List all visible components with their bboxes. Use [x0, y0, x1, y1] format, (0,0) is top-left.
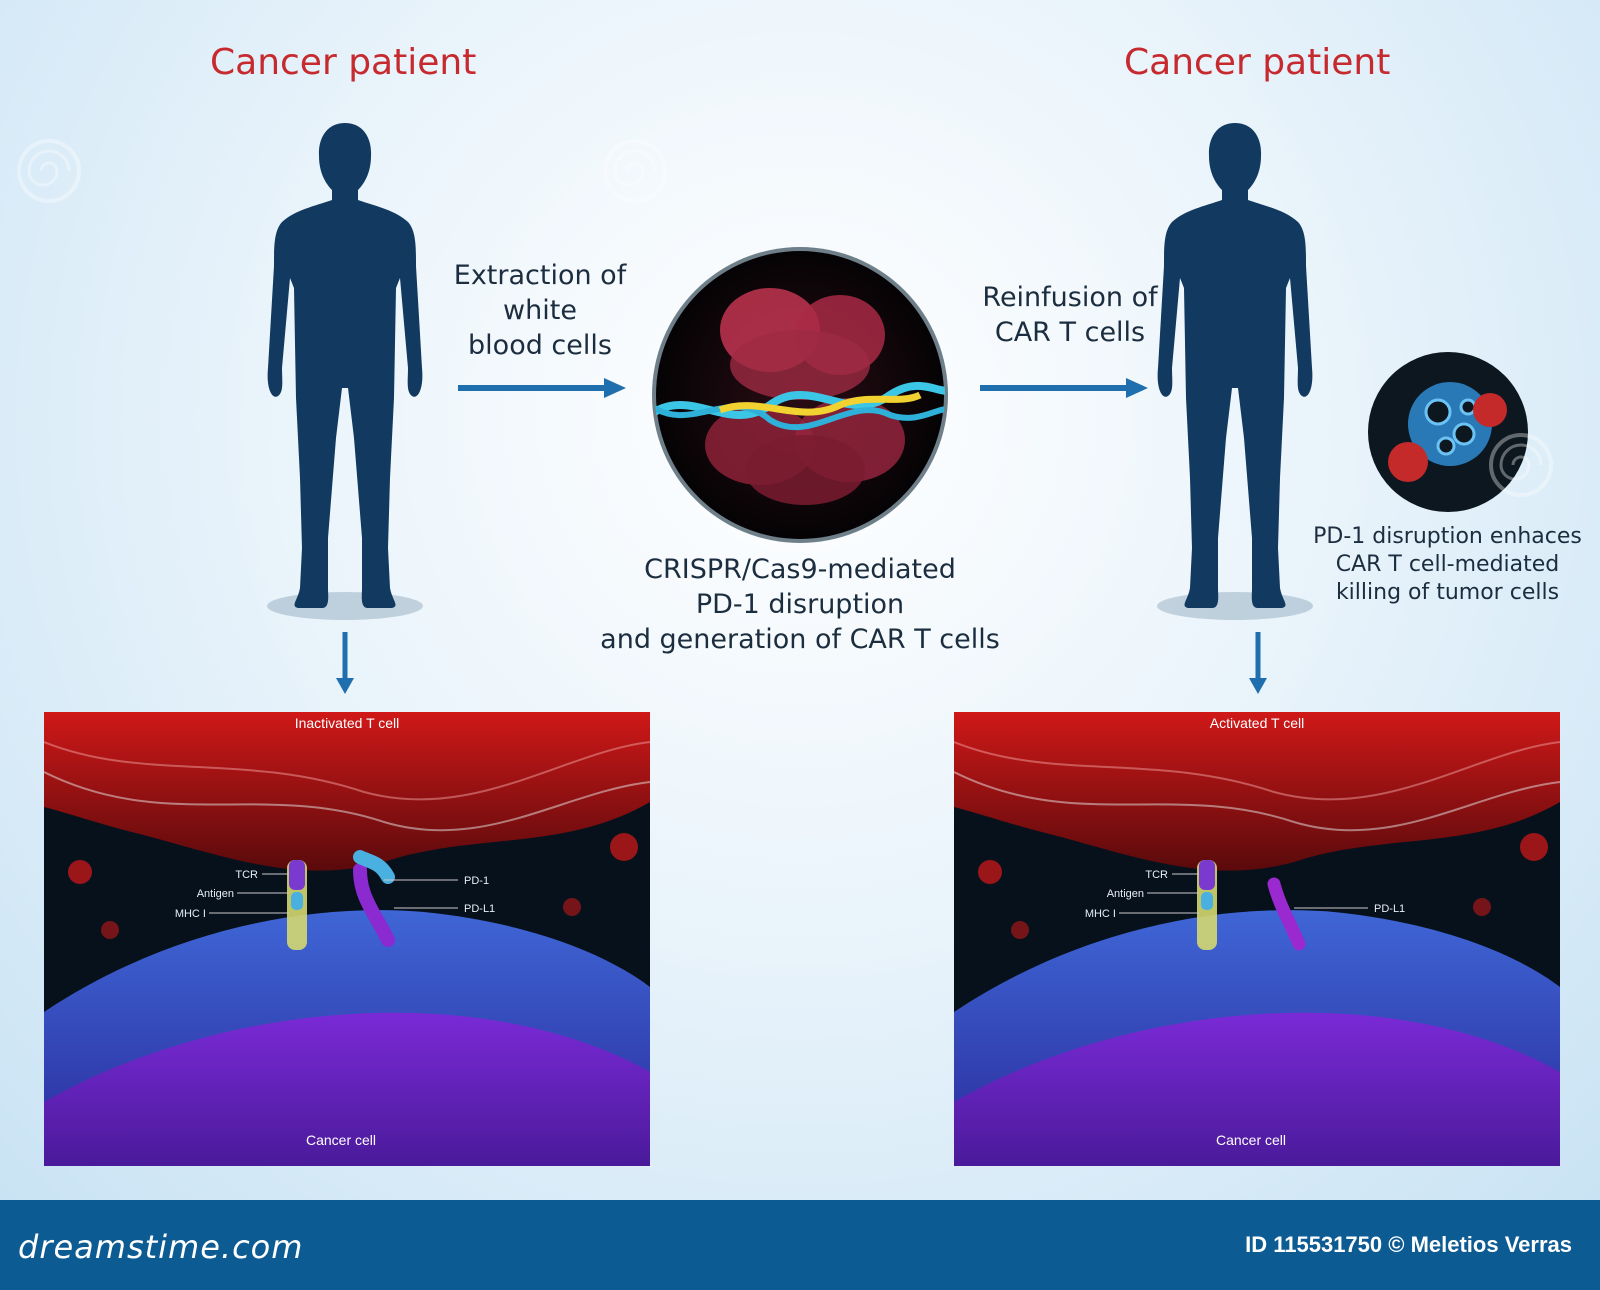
- title-right: Cancer patient: [1124, 42, 1391, 83]
- watermark-swirl-icon: [1489, 433, 1553, 497]
- killing-line-2: CAR T cell-mediated: [1335, 552, 1560, 577]
- marker-antigen: Antigen: [197, 888, 234, 900]
- extraction-line-3: blood cells: [468, 330, 612, 361]
- arrow-reinfusion: [980, 378, 1148, 398]
- panel-activated: Activated T cell Cancer cell TCR Antigen…: [954, 712, 1560, 1166]
- crispr-label: CRISPR/Cas9-mediated PD-1 disruption and…: [560, 552, 1040, 657]
- patient-silhouette-right: [1157, 123, 1313, 620]
- arrow-down-right: [1249, 632, 1267, 694]
- crispr-line-2: PD-1 disruption: [695, 589, 905, 620]
- footer-logo: dreamstime.com: [18, 1228, 304, 1266]
- extraction-line-2: white: [503, 295, 577, 326]
- killing-line-1: PD-1 disruption enhaces: [1313, 524, 1582, 549]
- arrow-down-left: [336, 632, 354, 694]
- crispr-cas9-disc: [652, 247, 948, 543]
- title-left: Cancer patient: [210, 42, 477, 83]
- marker-antigen: Antigen: [1107, 888, 1144, 900]
- watermark-swirl-icon: [603, 139, 667, 203]
- reinfusion-line-2: CAR T cells: [994, 317, 1146, 348]
- panel-right-bottom-label: Cancer cell: [1216, 1132, 1286, 1148]
- crispr-line-1: CRISPR/Cas9-mediated: [644, 554, 956, 585]
- killing-line-3: killing of tumor cells: [1335, 580, 1560, 605]
- panel-inactivated: Inactivated T cell Cancer cell TCR Antig…: [44, 712, 650, 1166]
- reinfusion-line-1: Reinfusion of: [982, 282, 1158, 313]
- marker-tcr: TCR: [235, 869, 258, 881]
- panel-left-bottom-label: Cancer cell: [306, 1132, 376, 1148]
- arrow-extraction: [458, 378, 626, 398]
- footer-bar: dreamstime.com ID 115531750 © Meletios V…: [0, 1200, 1600, 1290]
- marker-tcr: TCR: [1145, 869, 1168, 881]
- marker-pdl1: PD-L1: [464, 903, 495, 915]
- footer-credit: ID 115531750 © Meletios Verras: [1245, 1232, 1572, 1257]
- marker-pdl1: PD-L1: [1374, 903, 1405, 915]
- patient-silhouette-left: [267, 123, 423, 620]
- marker-pd1: PD-1: [464, 875, 489, 887]
- panel-left-top-label: Inactivated T cell: [295, 715, 400, 731]
- extraction-label: Extraction of white blood cells: [430, 258, 650, 363]
- marker-mhc: MHC I: [175, 908, 206, 920]
- reinfusion-label: Reinfusion of CAR T cells: [955, 280, 1185, 350]
- watermark-swirl-icon: [17, 139, 81, 203]
- panel-right-top-label: Activated T cell: [1210, 715, 1304, 731]
- crispr-line-3: and generation of CAR T cells: [600, 624, 1000, 655]
- killing-label: PD-1 disruption enhaces CAR T cell-media…: [1300, 523, 1595, 607]
- tumor-killing-disc: [1368, 352, 1528, 512]
- extraction-line-1: Extraction of: [453, 260, 627, 291]
- marker-mhc: MHC I: [1085, 908, 1116, 920]
